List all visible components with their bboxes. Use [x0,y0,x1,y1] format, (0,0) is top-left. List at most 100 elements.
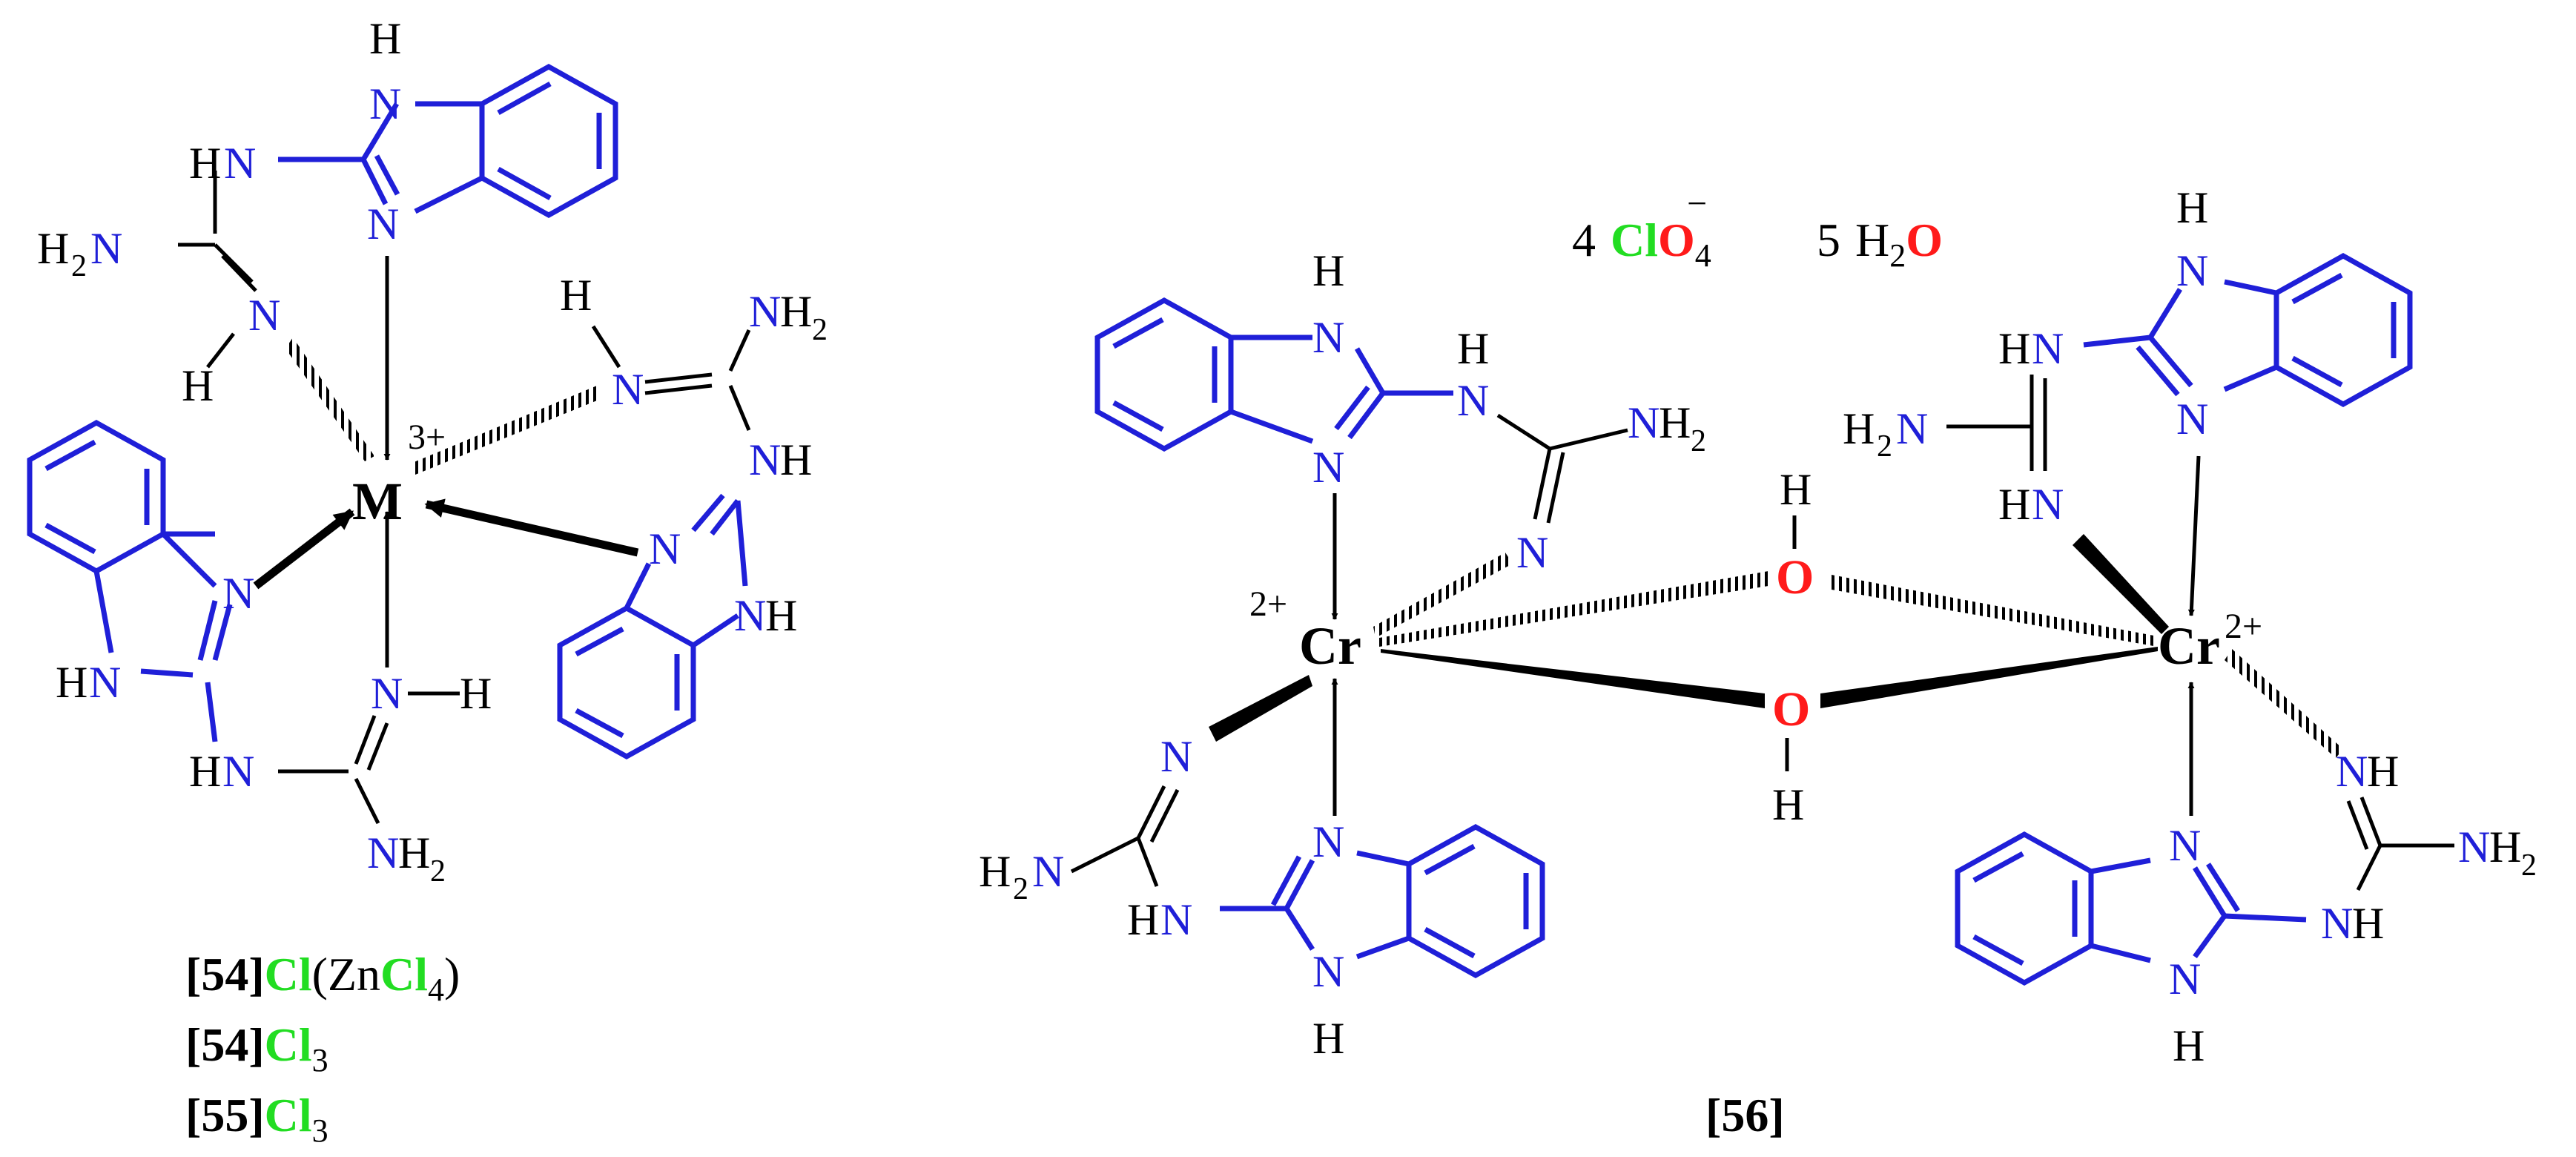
perchlorate-o: O [1658,214,1695,266]
svg-text:[55]Cl3: [55]Cl3 [185,1089,328,1149]
right-lt-guan-h: H [1457,324,1489,373]
left-metal-symbol: M [352,472,403,531]
label-55-sub: 3 [312,1112,328,1149]
svg-text:[54]Cl(ZnCl4): [54]Cl(ZnCl4) [185,948,460,1008]
right-rt-guan-h2n-h: H [1843,404,1875,453]
perchlorate-sub: 4 [1695,237,1711,274]
right-rt-benzimidazole [2083,252,2413,408]
right-lt-guan-nh2-h: H [1659,398,1691,447]
right-rb-n: N [2169,821,2201,870]
right-lt-guan-n: N [1457,376,1489,425]
right-lt-nh-h: H [1312,246,1344,295]
right-rb-nh-n: N [2169,955,2201,1003]
left-right-benz-nh-h: H [765,591,797,640]
right-lb-guan-hn-n: N [1160,895,1192,944]
left-top-guanidine-hn-n: N [224,139,256,188]
perchlorate-count: 4 [1572,214,1596,266]
water-sub: 2 [1889,237,1906,274]
left-labels: [54]Cl(ZnCl4) [54]Cl3 [55]Cl3 [185,948,460,1149]
right-rt-guan-h2n-n: N [1896,404,1928,453]
left-bottom-hn-n: N [222,747,254,796]
right-rb-benzimidazole [1955,831,2307,986]
right-lb-nh-n: N [1312,947,1344,996]
right-oh-bot-h: H [1772,780,1804,829]
water-count: 5 [1817,214,1840,266]
right-lb-guan-h2n-sub: 2 [1013,872,1028,906]
right-oh-bot-o: O [1772,682,1810,736]
left-top-guanidine-h2n-sub: 2 [71,249,87,283]
right-rb-nh-h: H [2173,1021,2205,1070]
right-lt-n: N [1312,443,1344,492]
left-right-guanidine-n: N [612,365,644,414]
left-top-guanidine-n: N [248,291,280,340]
right-rb-guan-nh-n: N [2336,747,2368,796]
right-lb-n: N [1312,817,1344,866]
left-top-guanidine-h2n-n: N [90,224,122,273]
label-54-a-cl: Cl [265,948,312,1001]
right-rb-guan-nh-h: H [2367,747,2399,796]
right-rt-guan-hn2-n: N [2032,480,2064,529]
left-top-guanidine-h2n-h: H [37,224,69,273]
right-lb-benzimidazole [1220,823,1545,979]
perchlorate-cl: Cl [1611,214,1658,266]
left-left-benz-hn-n: N [89,658,121,707]
left-top-nh-h: H [369,14,401,63]
right-rt-guan-hn-n: N [2032,324,2064,373]
left-right-guanidine-nh-n: N [749,435,781,484]
left-top-guanidine-bonds [178,171,257,292]
right-cr1-charge: 2+ [1249,584,1287,624]
left-right-guanidine-nh2-n: N [749,287,781,336]
label-54-a-cl4: Cl [380,948,428,1001]
left-right-guanidine-h: H [560,271,592,320]
left-coordination-bonds [253,256,639,668]
right-lt-guan-nh2-sub: 2 [1691,424,1706,458]
right-lb-guan-n: N [1160,732,1192,781]
left-right-guanidine-nh2-h: H [780,287,812,336]
label-54-a-sub: 4 [428,972,444,1008]
right-rt-nh-n: N [2176,246,2208,295]
label-54-a-zn: (Zn [312,948,380,1001]
label-54-b-cl: Cl [265,1018,312,1071]
right-lb-guan-h2n-n: N [1032,847,1064,896]
right-oh-top-o: O [1776,550,1814,604]
right-lb-nh-h: H [1312,1014,1344,1063]
right-rb-guan-nh2b-h: H [2352,899,2384,948]
right-rt-guan-h2n-sub: 2 [1877,429,1892,464]
left-top-guanidine-hn-h: H [189,139,221,188]
right-rt-nh-h: H [2176,183,2208,232]
right-rb-guan-nh2-n: N [2458,823,2490,871]
right-lt-guan-n2: N [1516,528,1548,577]
left-bottom-h: H [460,669,492,718]
left-bottom-n: N [371,669,403,718]
left-left-benzimidazole [27,419,233,742]
right-rt-n: N [2176,395,2208,444]
water-h: H [1855,214,1889,266]
label-54-b: [54] [185,1018,265,1071]
label-54-a-close: ) [444,948,460,1001]
left-right-guanidine-nh2-sub: 2 [812,313,828,347]
left-right-guanidine-nh-h: H [780,435,812,484]
right-rb-guan-nh2-sub: 2 [2521,848,2537,883]
right-lt-nh-n: N [1312,313,1344,362]
label-55: [55] [185,1089,265,1141]
left-top-benzimidazole [278,63,618,219]
right-rt-guan-hn-h: H [1998,324,2030,373]
label-54-a: [54] [185,948,265,1001]
right-rb-guan-nh2b-n: N [2321,899,2353,948]
right-lb-guan-hn-h: H [1127,895,1159,944]
left-right-benzimidazole [557,493,748,760]
left-top-n: N [367,200,399,248]
left-right-benz-nh-n: N [734,591,766,640]
left-bottom-nh2-n: N [367,828,399,877]
right-lt-benzimidazole [1094,297,1453,452]
right-oh-top-h: H [1780,465,1812,514]
left-top-guanidine-h: H [182,361,214,410]
left-complex: N H N H N H 2 N N H H N N H 2 N H [27,14,828,1149]
left-bottom-hn-h: H [189,747,221,796]
left-top-nh-n: N [369,79,401,128]
right-cr2-charge: 2+ [2225,607,2262,646]
right-rt-guan-hn2-h: H [1998,480,2030,529]
